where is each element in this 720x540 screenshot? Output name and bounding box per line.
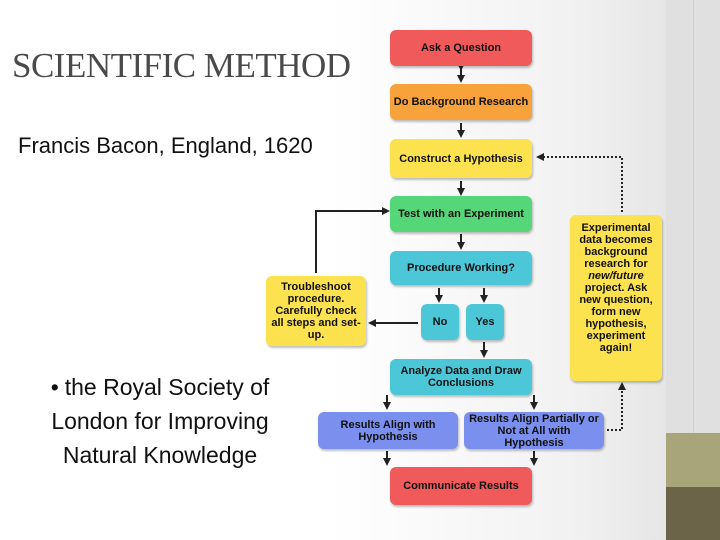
dotted-arrow-experimental-hypothesis xyxy=(536,153,623,212)
communicate-results-box: Communicate Results xyxy=(390,467,532,505)
no-box: No xyxy=(421,304,459,340)
slide-title: SCIENTIFIC METHOD xyxy=(12,46,351,85)
arrow-troubleshoot-experiment xyxy=(315,207,390,273)
dotted-arrow-partial-experimental xyxy=(607,382,626,431)
experimental-text-pre: Experimental data becomes background res… xyxy=(579,222,653,270)
hypothesis-box: Construct a Hypothesis xyxy=(390,139,532,178)
bullet-text: the Royal Society of London for Improvin… xyxy=(51,374,270,468)
experimental-text-em: new/future xyxy=(588,270,644,282)
analyze-data-box: Analyze Data and Draw Conclusions xyxy=(390,359,532,395)
troubleshoot-box: Troubleshoot procedure. Carefully check … xyxy=(266,276,366,346)
experimental-text-post: project. Ask new question, form new hypo… xyxy=(579,282,653,354)
slide-subtitle: Francis Bacon, England, 1620 xyxy=(18,133,313,158)
yes-box: Yes xyxy=(466,304,504,340)
procedure-working-box: Procedure Working? xyxy=(390,251,532,285)
experiment-box: Test with an Experiment xyxy=(390,196,532,232)
results-align-box: Results Align with Hypothesis xyxy=(318,412,458,449)
bullet-dot: • xyxy=(50,374,59,400)
experimental-data-box: Experimental data becomes background res… xyxy=(570,215,662,381)
ask-question-box: Ask a Question xyxy=(390,30,532,66)
side-bar-olive xyxy=(666,433,720,487)
side-bar-dark xyxy=(666,487,720,540)
bullet-point: •the Royal Society of London for Improvi… xyxy=(30,370,290,472)
background-research-box: Do Background Research xyxy=(390,84,532,120)
side-stripe xyxy=(693,0,694,433)
results-partial-box: Results Align Partially or Not at All wi… xyxy=(464,412,604,449)
